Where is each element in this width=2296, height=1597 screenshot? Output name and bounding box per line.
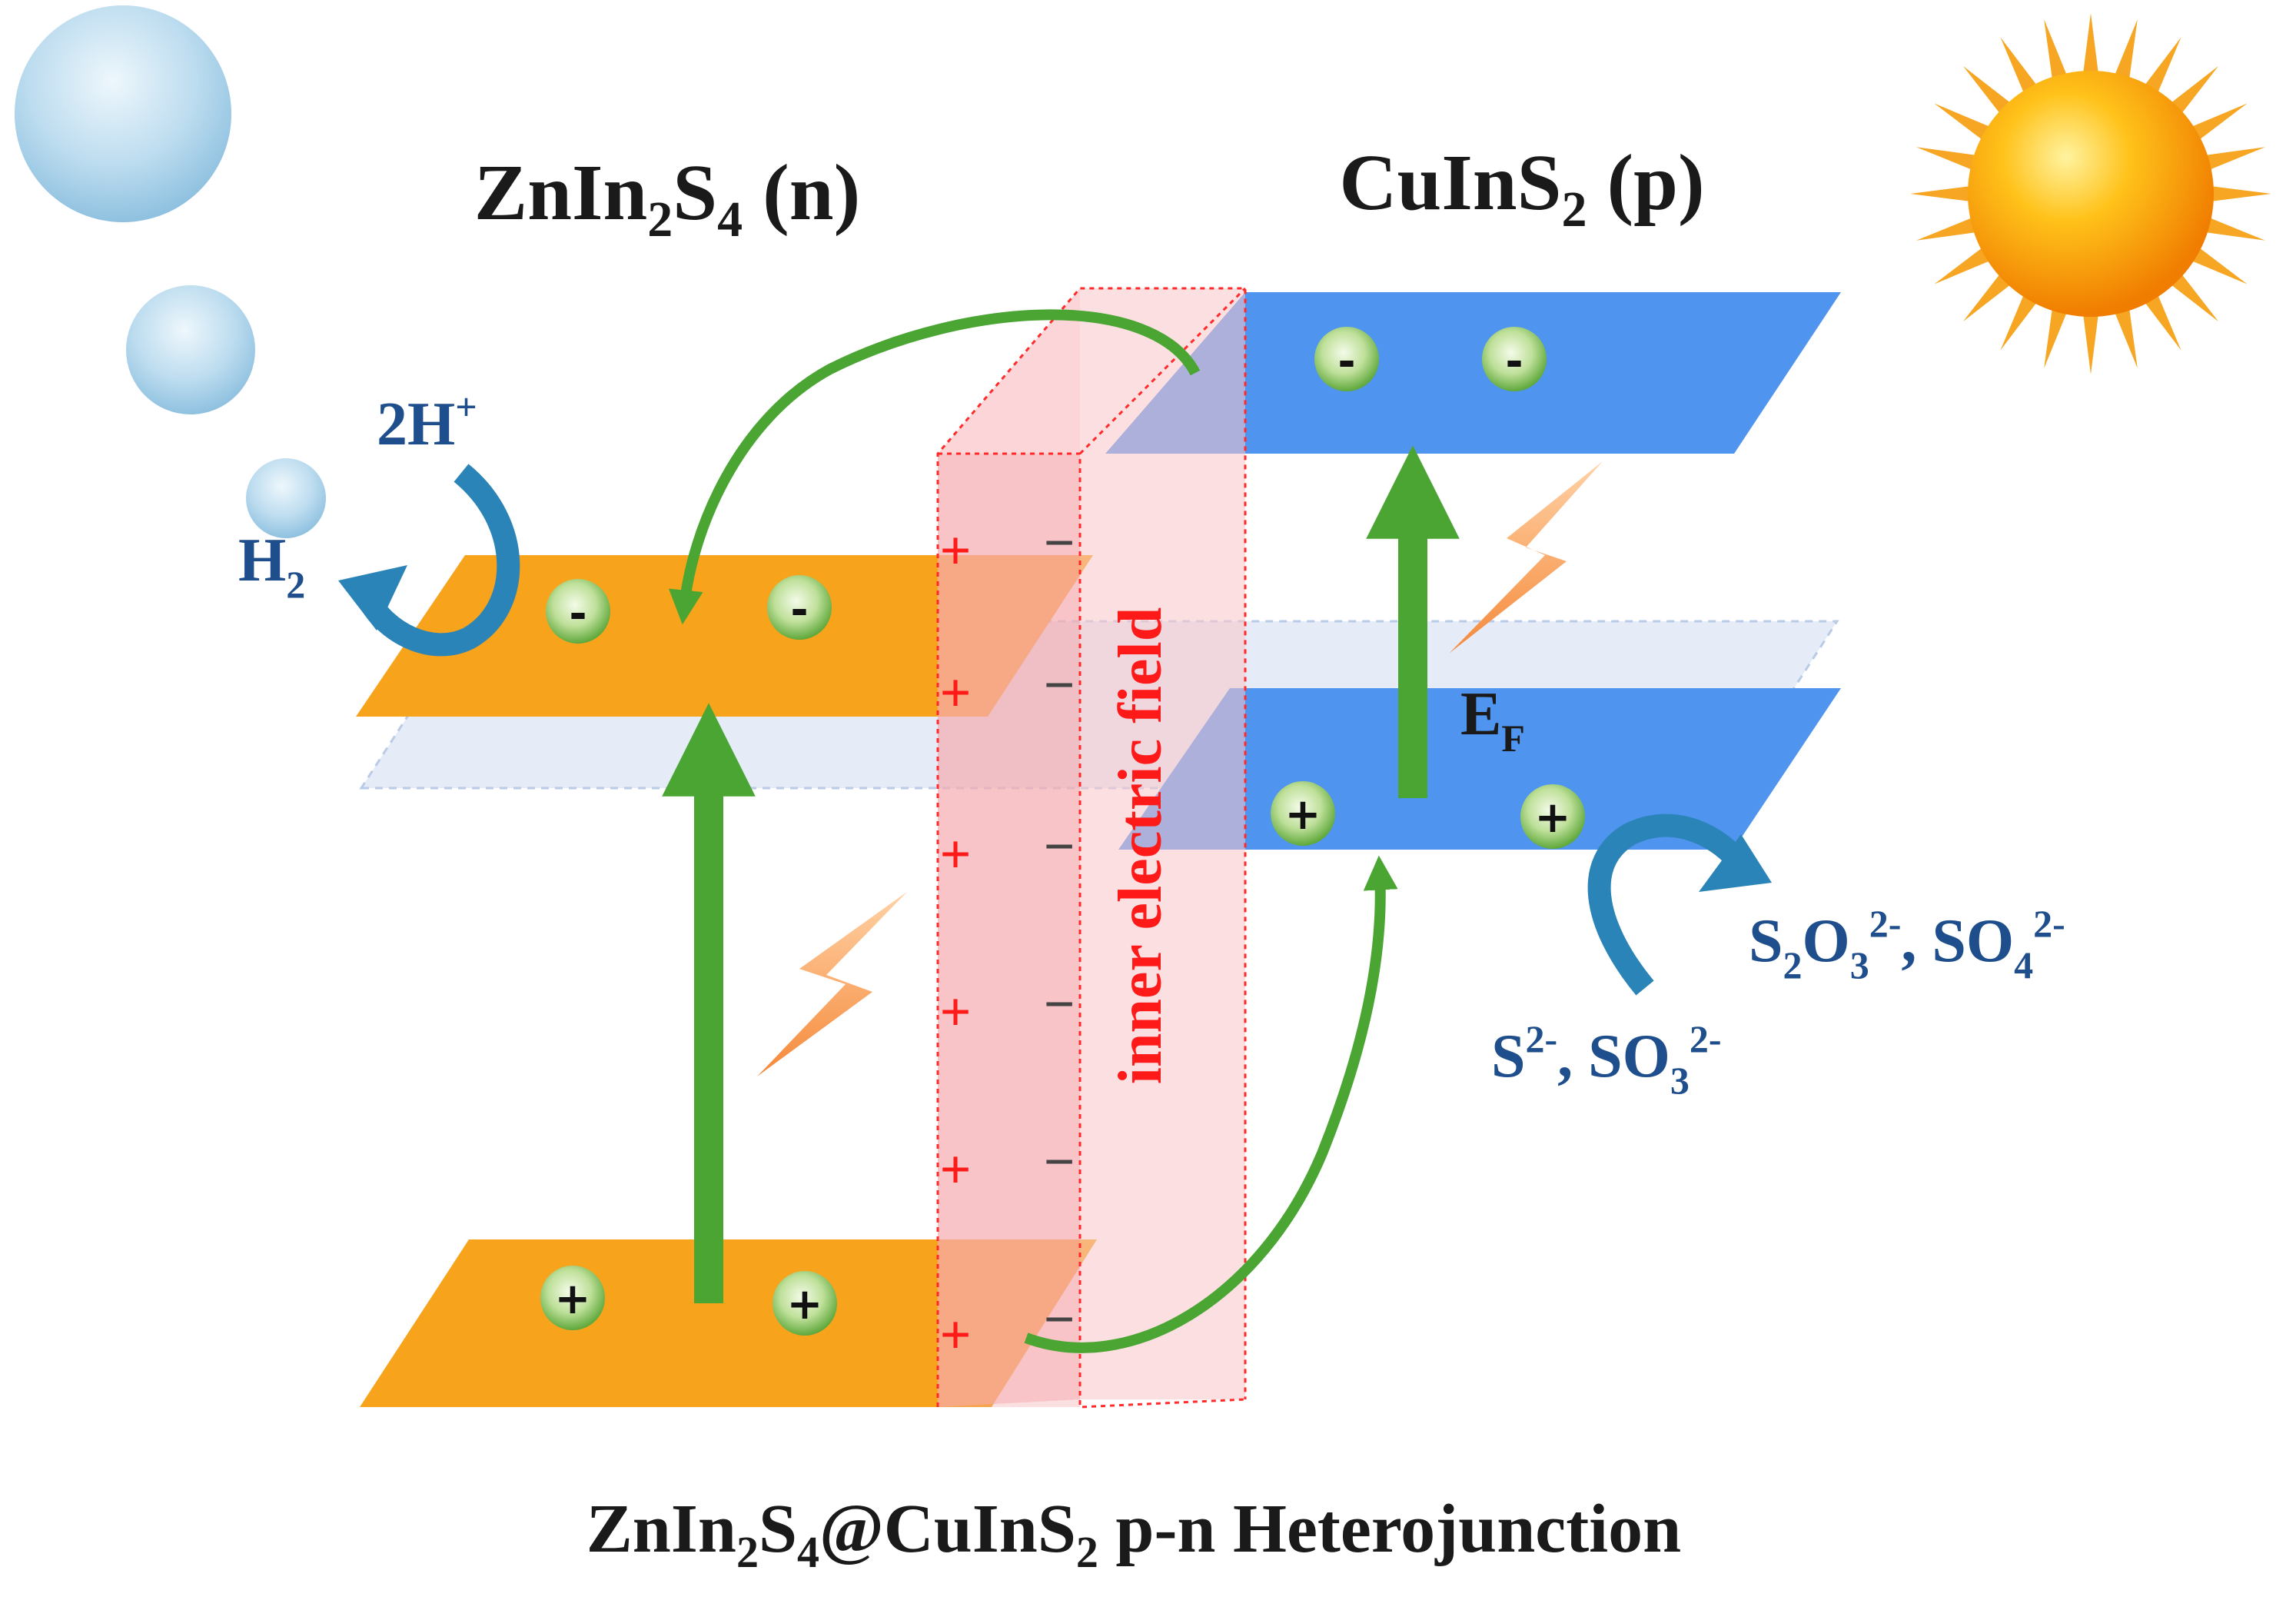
electron-charge: -: [1482, 327, 1547, 391]
sun-ray: [2044, 302, 2069, 368]
hole-charge: +: [1271, 781, 1335, 846]
lightning-bolt-n-icon: [757, 892, 907, 1076]
sun-icon: [1910, 13, 2271, 374]
svg-text:-: -: [1505, 337, 1523, 387]
oxidation-arrow-head: [1699, 834, 1772, 892]
proton-label: 2H+: [377, 385, 477, 458]
sun-ray: [2112, 302, 2138, 368]
sun-ray: [2000, 37, 2041, 98]
sun-ray: [2166, 65, 2219, 118]
hydrogen-arrow-head: [338, 565, 407, 630]
p-material-title: CuInS2 (p): [1339, 138, 1704, 238]
sun-ray: [1934, 244, 1995, 284]
sulfite-reactants-label: S2-, SO32-: [1491, 1017, 1722, 1102]
sun-ray: [1934, 103, 1995, 144]
svg-text:+: +: [555, 1274, 591, 1324]
sun-ray: [1916, 215, 1982, 241]
diagram-caption: ZnIn2S4@CuInS2 p-n Heterojunction: [586, 1491, 1681, 1577]
electron-charge: -: [767, 575, 832, 640]
sun-ray: [2166, 269, 2219, 322]
sun-ray: [2082, 13, 2099, 79]
svg-text:+: +: [787, 1279, 823, 1329]
hole-charge: +: [1520, 784, 1585, 849]
field-plus-4: +: [939, 981, 971, 1043]
thiosulfate-products-label: S2O32-, SO42-: [1749, 902, 2065, 986]
svg-text:+: +: [1535, 793, 1571, 843]
electron-charge: -: [546, 579, 610, 644]
sun-ray: [2199, 215, 2265, 241]
hydrogen-label: H2: [238, 527, 305, 606]
hole-transfer-arrow: [1024, 855, 1398, 1353]
field-plus-1: +: [939, 520, 971, 581]
hydrogen-evolution-arrow: [358, 464, 520, 657]
field-plus-3: +: [939, 823, 971, 885]
bubble-small: [246, 458, 326, 538]
hole-charge: +: [540, 1266, 605, 1330]
sun-ray: [1962, 65, 2015, 118]
sun-ray: [2186, 103, 2248, 144]
svg-text:-: -: [790, 585, 808, 635]
sun-ray: [1916, 147, 1982, 172]
sun-ray: [2000, 289, 2041, 351]
n-conduction-band: [356, 555, 1093, 717]
sun-ray: [2141, 37, 2181, 98]
sun-ray: [2199, 147, 2265, 172]
electron-transfer-arrow: [668, 309, 1201, 625]
svg-text:+: +: [1285, 790, 1321, 840]
sun-ray: [2044, 19, 2069, 85]
sun-ray: [1962, 269, 2015, 322]
oxidation-arrow: [1587, 813, 1751, 996]
field-plus-6: +: [939, 1304, 971, 1366]
field-minus-4: −: [1043, 973, 1075, 1035]
bubble-large: [15, 5, 231, 222]
bubble-medium: [126, 285, 255, 414]
sun-ray: [2186, 244, 2248, 284]
hole-charge: +: [773, 1271, 837, 1336]
field-minus-1: −: [1043, 512, 1075, 574]
sun-ray: [2141, 289, 2181, 351]
electron-charge: -: [1314, 327, 1379, 391]
fermi-level-label: EF: [1460, 680, 1525, 760]
n-valence-band: [360, 1239, 1097, 1407]
field-plus-5: +: [939, 1139, 971, 1200]
n-material-title: ZnIn2S4 (n): [474, 148, 860, 248]
field-plus-2: +: [939, 662, 971, 724]
svg-text:-: -: [1337, 337, 1355, 387]
sun-ray: [1910, 185, 1976, 202]
sun-ray: [2205, 185, 2271, 202]
field-minus-3: −: [1043, 816, 1075, 877]
inner-electric-field-region: [936, 287, 1247, 1409]
field-minus-2: −: [1043, 654, 1075, 716]
sun-ray: [2082, 308, 2099, 374]
inner-electric-field-label: inner electric field: [1107, 607, 1175, 1085]
sun-ray: [2112, 19, 2138, 85]
svg-text:-: -: [569, 589, 586, 639]
field-minus-5: −: [1043, 1131, 1075, 1193]
p-conduction-band: [1105, 292, 1841, 454]
